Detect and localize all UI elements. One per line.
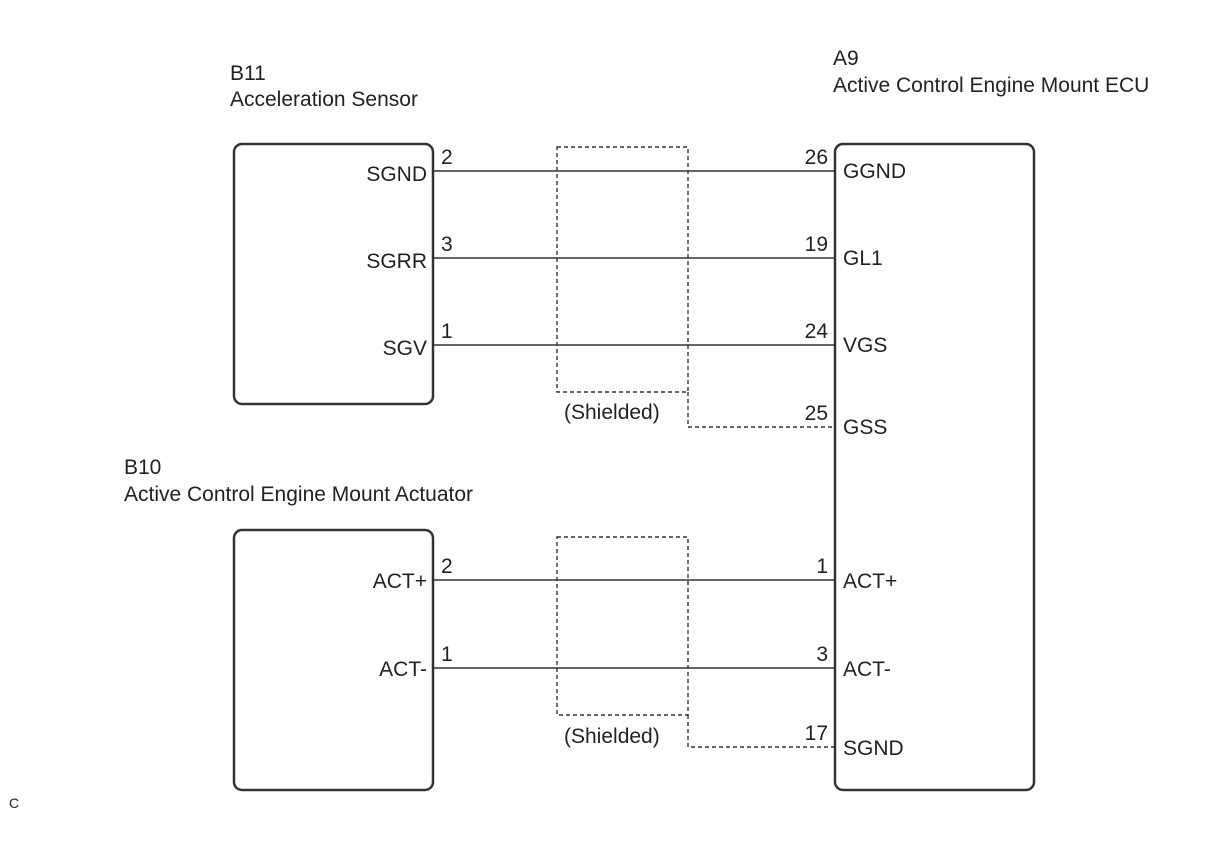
ecu-pin-number: 24 bbox=[805, 320, 829, 343]
actuator-pin-name: ACT+ bbox=[373, 570, 427, 593]
sensor-pin-name: SGRR bbox=[366, 250, 427, 273]
shield-drain-upper bbox=[687, 392, 835, 428]
ecu-pin-number: 1 bbox=[816, 555, 828, 578]
ecu-pin-name: VGS bbox=[843, 334, 887, 357]
ecu-code: A9 bbox=[833, 47, 859, 70]
ecu-pin-number: 19 bbox=[805, 233, 828, 256]
shield-box-upper bbox=[556, 146, 689, 393]
ecu-pin-name: GSS bbox=[843, 416, 887, 439]
sensor-pin-name: SGV bbox=[383, 337, 427, 360]
ecu-pin-name: ACT+ bbox=[843, 570, 897, 593]
ecu-pin-name: SGND bbox=[843, 737, 904, 760]
sensor-code: B11 bbox=[230, 62, 266, 85]
shield-label-lower: (Shielded) bbox=[564, 725, 660, 748]
shield-drain-lower bbox=[687, 715, 835, 748]
ecu-pin-number: 17 bbox=[805, 722, 828, 745]
actuator-pin-number: 1 bbox=[441, 643, 453, 666]
ecu-pin-name: ACT- bbox=[843, 658, 891, 681]
corner-mark: C bbox=[9, 795, 19, 811]
shield-label-upper: (Shielded) bbox=[564, 401, 660, 424]
ecu-pin-number: 26 bbox=[805, 146, 828, 169]
ecu-name: Active Control Engine Mount ECU bbox=[833, 74, 1149, 97]
ecu-pin-name: GL1 bbox=[843, 247, 883, 270]
sensor-box bbox=[232, 142, 435, 406]
actuator-pin-number: 2 bbox=[441, 555, 453, 578]
actuator-pin-name: ACT- bbox=[379, 658, 427, 681]
ecu-pin-number: 3 bbox=[816, 643, 828, 666]
sensor-pin-number: 2 bbox=[441, 146, 453, 169]
sensor-pin-name: SGND bbox=[366, 163, 427, 186]
actuator-box bbox=[232, 528, 435, 792]
actuator-code: B10 bbox=[124, 456, 161, 479]
sensor-pin-number: 1 bbox=[441, 320, 453, 343]
ecu-pin-name: GGND bbox=[843, 160, 906, 183]
sensor-name: Acceleration Sensor bbox=[230, 88, 418, 111]
actuator-name: Active Control Engine Mount Actuator bbox=[124, 483, 473, 506]
ecu-box bbox=[833, 142, 1036, 792]
ecu-pin-number: 25 bbox=[805, 402, 828, 425]
shield-box-lower bbox=[556, 536, 689, 716]
sensor-pin-number: 3 bbox=[441, 233, 453, 256]
